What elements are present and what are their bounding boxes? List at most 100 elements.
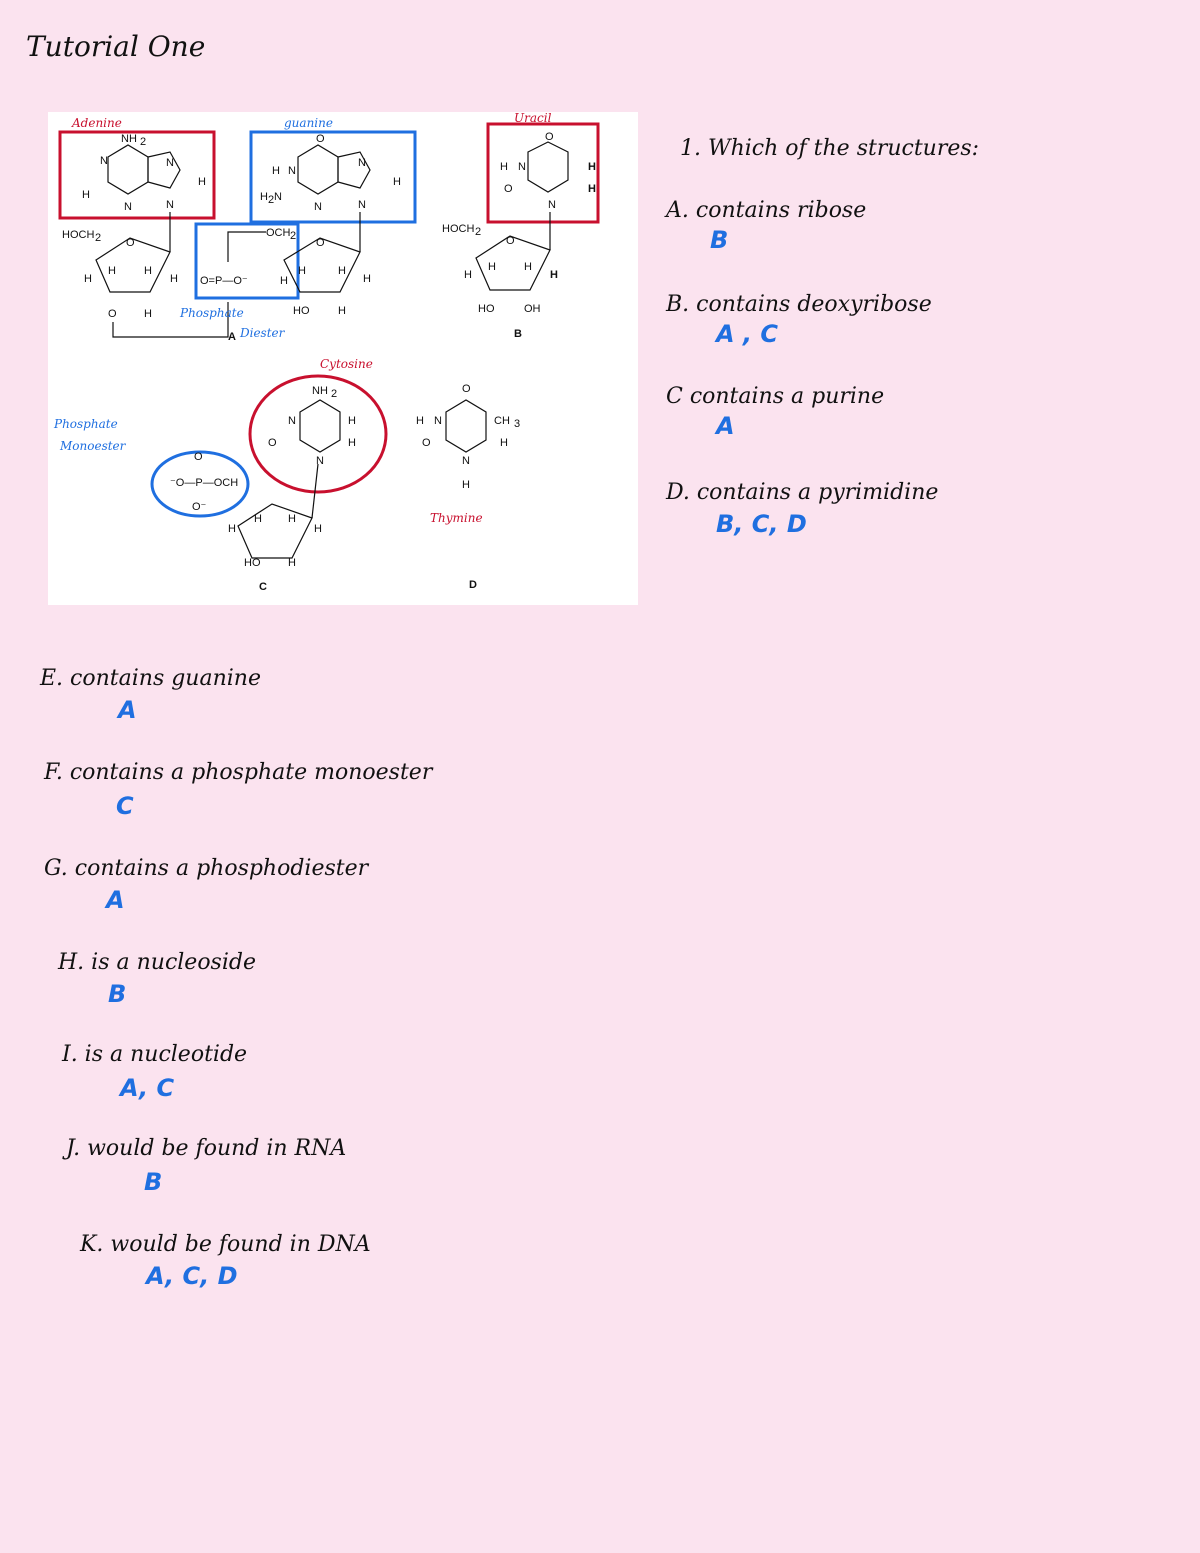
answer-k: A, C, D xyxy=(146,1262,238,1290)
svg-text:O: O xyxy=(422,437,431,449)
svg-text:H: H xyxy=(393,176,401,188)
svg-text:2: 2 xyxy=(475,226,481,238)
svg-text:NH: NH xyxy=(312,385,328,397)
question-k: K. would be found in DNA xyxy=(80,1232,371,1257)
svg-text:H: H xyxy=(84,273,92,285)
svg-text:O: O xyxy=(316,237,325,249)
svg-text:H: H xyxy=(588,183,596,195)
svg-text:D: D xyxy=(469,579,477,591)
svg-text:O: O xyxy=(108,308,117,320)
svg-text:N: N xyxy=(166,199,174,211)
svg-text:O: O xyxy=(545,131,554,143)
svg-text:OH: OH xyxy=(524,303,541,315)
svg-text:N: N xyxy=(548,199,556,211)
svg-text:Thymine: Thymine xyxy=(430,511,483,525)
structures-diagram: Adenine NH 2 N H N N H N HOCH 2 O H H H … xyxy=(53,112,600,593)
svg-text:2: 2 xyxy=(290,230,296,242)
adenine-ring xyxy=(107,144,149,195)
question-f: F. contains a phosphate monoester xyxy=(44,760,433,785)
svg-text:H: H xyxy=(144,308,152,320)
sugar-ring-a xyxy=(95,237,171,293)
svg-text:N: N xyxy=(288,415,296,427)
svg-text:H: H xyxy=(298,265,306,277)
svg-text:O⁻: O⁻ xyxy=(192,501,207,513)
svg-text:HOCH: HOCH xyxy=(442,223,474,235)
cytosine-circle xyxy=(248,374,388,494)
svg-text:HO: HO xyxy=(293,305,310,317)
answer-h: B xyxy=(108,980,127,1008)
svg-text:H: H xyxy=(416,415,424,427)
question-b: B. contains deoxyribose xyxy=(666,292,932,317)
svg-text:H: H xyxy=(144,265,152,277)
adenine-imidazole xyxy=(147,151,181,189)
answer-b: A , C xyxy=(716,320,779,348)
svg-text:N: N xyxy=(358,157,366,169)
svg-text:N: N xyxy=(316,455,324,467)
svg-text:H: H xyxy=(198,176,206,188)
question-a: A. contains ribose xyxy=(666,198,867,223)
svg-text:Phosphate: Phosphate xyxy=(53,417,118,431)
question-c: C contains a purine xyxy=(666,384,885,409)
svg-text:H: H xyxy=(288,513,296,525)
svg-text:guanine: guanine xyxy=(284,116,333,130)
answer-j: B xyxy=(144,1168,163,1196)
uracil-box xyxy=(486,122,600,224)
uracil-ring xyxy=(527,141,569,193)
svg-text:N: N xyxy=(434,415,442,427)
svg-text:H: H xyxy=(228,523,236,535)
svg-text:HOCH: HOCH xyxy=(62,229,94,241)
intro-question: 1. Which of the structures: xyxy=(680,136,980,161)
svg-text:H: H xyxy=(524,261,532,273)
svg-text:N: N xyxy=(100,155,108,167)
svg-text:N: N xyxy=(358,199,366,211)
svg-text:H: H xyxy=(288,557,296,569)
svg-text:2: 2 xyxy=(331,388,337,400)
answer-c: A xyxy=(716,412,735,440)
svg-text:H: H xyxy=(488,261,496,273)
svg-text:O: O xyxy=(316,133,325,145)
svg-text:HO: HO xyxy=(478,303,495,315)
svg-text:2: 2 xyxy=(140,136,146,148)
svg-text:N: N xyxy=(462,455,470,467)
answer-i: A, C xyxy=(120,1074,175,1102)
svg-text:H: H xyxy=(348,415,356,427)
svg-text:H: H xyxy=(260,191,268,203)
answer-f: C xyxy=(116,792,134,820)
question-d: D. contains a pyrimidine xyxy=(666,480,939,505)
svg-text:A: A xyxy=(228,331,236,343)
svg-text:O: O xyxy=(504,183,513,195)
question-i: I. is a nucleotide xyxy=(62,1042,248,1067)
svg-text:Uracil: Uracil xyxy=(514,112,552,125)
svg-text:H: H xyxy=(363,273,371,285)
svg-text:3: 3 xyxy=(514,418,520,430)
svg-text:2: 2 xyxy=(95,232,101,244)
svg-text:Cytosine: Cytosine xyxy=(320,357,373,371)
svg-text:H: H xyxy=(254,513,262,525)
svg-text:O: O xyxy=(126,237,135,249)
svg-text:H: H xyxy=(280,275,288,287)
nucleotide-structures-figure: Adenine NH 2 N H N N H N HOCH 2 O H H H … xyxy=(48,112,638,605)
page-title: Tutorial One xyxy=(26,30,206,63)
svg-text:H: H xyxy=(588,161,596,173)
svg-text:CH: CH xyxy=(494,415,510,427)
svg-text:H: H xyxy=(170,273,178,285)
svg-text:Diester: Diester xyxy=(239,326,286,340)
thymine-ring xyxy=(445,399,487,453)
svg-text:O: O xyxy=(194,451,203,463)
answer-e: A xyxy=(118,696,137,724)
svg-text:H: H xyxy=(500,437,508,449)
svg-text:H: H xyxy=(338,265,346,277)
cytosine-ring xyxy=(299,399,341,453)
svg-text:H: H xyxy=(314,523,322,535)
guanine-box xyxy=(249,130,417,224)
svg-text:O: O xyxy=(462,383,471,395)
svg-text:O: O xyxy=(268,437,277,449)
svg-text:NH: NH xyxy=(121,133,137,145)
svg-text:O: O xyxy=(506,235,515,247)
guanine-ring xyxy=(297,144,339,195)
sugar-ring-c xyxy=(237,503,313,559)
svg-text:H: H xyxy=(550,269,558,281)
question-e: E. contains guanine xyxy=(40,666,261,691)
svg-text:N: N xyxy=(518,161,526,173)
svg-text:H: H xyxy=(348,437,356,449)
